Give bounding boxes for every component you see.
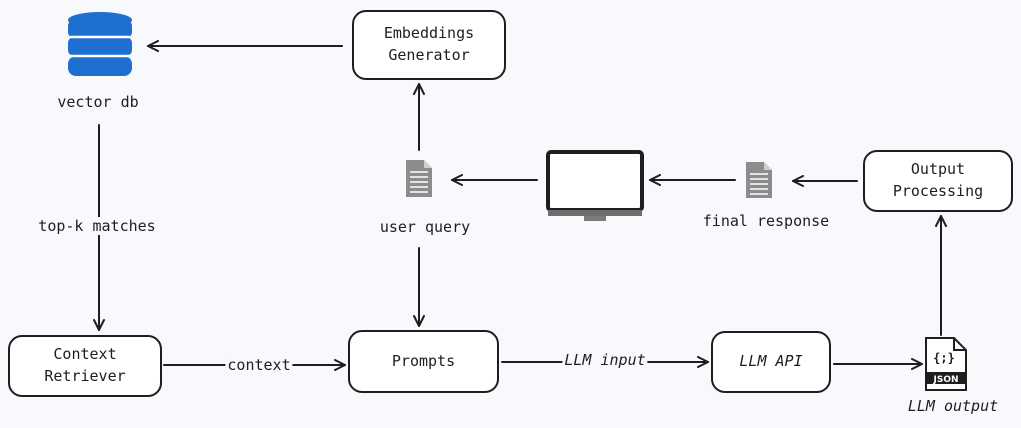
- monitor-icon: [546, 150, 644, 221]
- document-icon: [406, 160, 432, 197]
- top-k-matches-label: top-k matches: [36, 217, 158, 235]
- user-query-label: user query: [379, 218, 471, 236]
- context-label: context: [225, 356, 293, 374]
- json-file-icon: {;} JSON: [925, 337, 967, 391]
- prompts-node: Prompts: [348, 330, 499, 393]
- output-processing-node: Output Processing: [863, 150, 1013, 212]
- llm-input-label: LLM input: [562, 351, 648, 369]
- json-glyph: {;}: [933, 351, 955, 365]
- json-badge: JSON: [932, 375, 958, 385]
- llm-api-node: LLM API: [711, 331, 831, 393]
- final-response-label: final response: [702, 212, 830, 230]
- llm-output-label: LLM output: [907, 397, 999, 415]
- database-icon: [68, 12, 132, 76]
- context-retriever-node: Context Retriever: [8, 335, 162, 397]
- embeddings-generator-node: Embeddings Generator: [352, 10, 506, 80]
- document-icon: [746, 162, 772, 198]
- vector-db-label: vector db: [57, 93, 139, 111]
